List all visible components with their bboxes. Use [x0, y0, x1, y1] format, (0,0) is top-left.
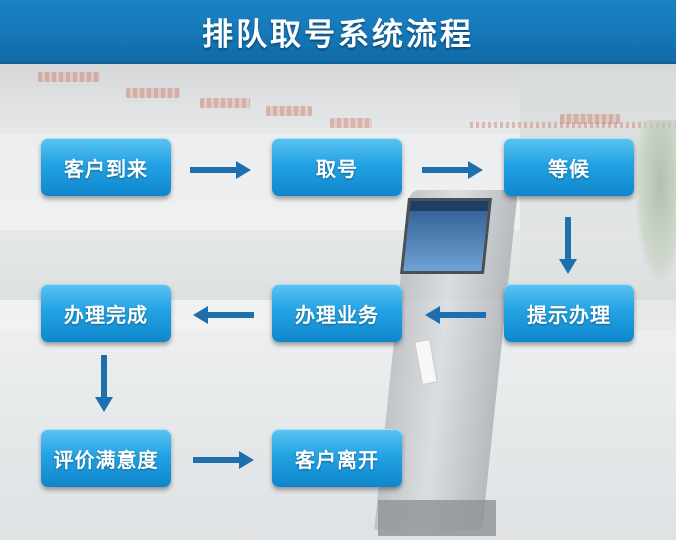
kiosk-screen	[400, 198, 492, 274]
arrow-left-icon	[192, 305, 254, 325]
step-wait: 等候	[504, 138, 634, 196]
step-label: 评价满意度	[53, 447, 159, 472]
background-led-sign	[38, 72, 100, 82]
background-plant	[636, 120, 676, 280]
background-led-sign	[560, 114, 620, 124]
kiosk-ticket	[414, 338, 438, 386]
kiosk-screen-bar	[409, 201, 489, 211]
step-service-complete: 办理完成	[41, 284, 171, 342]
arrow-left-icon	[424, 305, 486, 325]
background-led-sign	[330, 118, 372, 128]
step-take-number: 取号	[272, 138, 402, 196]
background-led-sign	[126, 88, 180, 98]
arrow-down-icon	[558, 217, 578, 275]
step-label: 办理业务	[295, 302, 379, 327]
step-label: 取号	[316, 156, 358, 181]
step-label: 提示办理	[527, 302, 611, 327]
header-banner: 排队取号系统流程	[0, 0, 676, 64]
background-led-sign	[266, 106, 312, 116]
background-led-sign	[200, 98, 250, 108]
step-label: 客户离开	[295, 447, 379, 472]
step-rate-satisfaction: 评价满意度	[41, 429, 171, 487]
background-led-strip	[150, 368, 380, 374]
page-title: 排队取号系统流程	[202, 16, 474, 53]
step-customer-arrives: 客户到来	[41, 138, 171, 196]
step-label: 办理完成	[64, 302, 148, 327]
arrow-right-icon	[422, 160, 484, 180]
background-ceiling	[0, 64, 676, 134]
step-label: 客户到来	[64, 156, 148, 181]
step-customer-leaves: 客户离开	[272, 429, 402, 487]
arrow-right-icon	[193, 450, 255, 470]
step-prompt-service: 提示办理	[504, 284, 634, 342]
arrow-down-icon	[94, 355, 114, 413]
background-led-strip	[470, 346, 676, 352]
step-label: 等候	[548, 156, 590, 181]
step-handle-business: 办理业务	[272, 284, 402, 342]
arrow-right-icon	[190, 160, 252, 180]
background-led-strip	[470, 122, 676, 128]
kiosk-base	[378, 500, 496, 536]
